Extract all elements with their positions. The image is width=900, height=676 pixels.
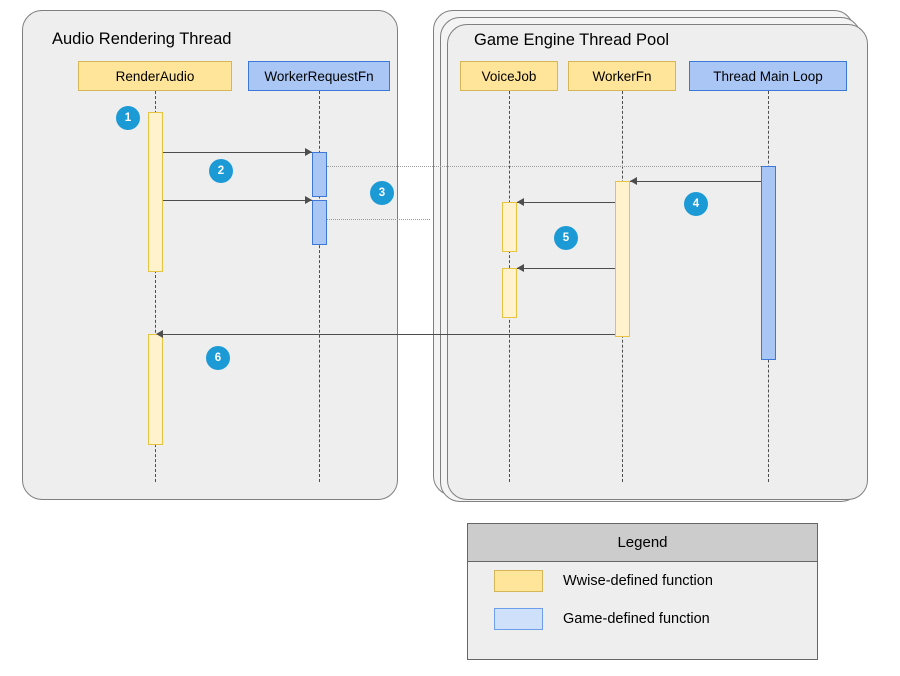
arrowhead-thread-main-loop-to-worker-fn [630,177,637,185]
activation-worker-request-fn-1 [312,152,327,197]
message-render-audio-to-worker-request-fn-2 [163,200,312,201]
step-marker-4[interactable]: 4 [684,192,708,216]
participant-label-voice-job: VoiceJob [481,68,537,84]
arrowhead-worker-fn-to-voice-job-1 [517,198,524,206]
step-marker-3-label: 3 [378,187,386,199]
legend: Legend Wwise-defined function Game-defin… [467,523,818,660]
activation-render-audio-1 [148,112,163,272]
activation-worker-request-fn-2 [312,200,327,245]
legend-row-wwise: Wwise-defined function [468,562,817,600]
activation-thread-main-loop [761,166,776,360]
step-marker-3[interactable]: 3 [370,181,394,205]
legend-swatch-wwise-icon [494,570,543,592]
activation-voice-job-1 [502,202,517,252]
participant-thread-main-loop[interactable]: Thread Main Loop [689,61,847,91]
message-worker-request-fn-dispatch-2 [327,219,430,220]
message-worker-fn-to-render-audio [163,334,615,335]
participant-voice-job[interactable]: VoiceJob [460,61,558,91]
step-marker-5[interactable]: 5 [554,226,578,250]
lifeline-render-audio [155,91,156,482]
participant-label-render-audio: RenderAudio [115,68,195,84]
frame-game-engine-thread-pool [447,24,868,500]
step-marker-6[interactable]: 6 [206,346,230,370]
participant-label-worker-request-fn: WorkerRequestFn [264,68,374,84]
frame-title-audio-rendering-thread: Audio Rendering Thread [52,30,232,48]
step-marker-2-label: 2 [217,165,225,177]
frame-title-game-engine-thread-pool: Game Engine Thread Pool [474,31,670,49]
activation-worker-fn [615,181,630,337]
step-marker-1[interactable]: 1 [116,106,140,130]
arrowhead-worker-fn-to-voice-job-2 [517,264,524,272]
participant-label-worker-fn: WorkerFn [592,68,652,84]
step-marker-5-label: 5 [562,232,570,244]
step-marker-6-label: 6 [214,352,222,364]
legend-label-wwise: Wwise-defined function [563,573,713,589]
activation-voice-job-2 [502,268,517,318]
participant-label-thread-main-loop: Thread Main Loop [713,68,823,84]
message-worker-fn-to-voice-job-1 [517,202,615,203]
step-marker-1-label: 1 [124,112,132,124]
message-render-audio-to-worker-request-fn-1 [163,152,312,153]
step-marker-2[interactable]: 2 [209,159,233,183]
legend-row-game: Game-defined function [468,600,817,638]
frame-audio-rendering-thread [22,10,398,500]
legend-title: Legend [468,524,817,562]
message-thread-main-loop-to-worker-fn [630,181,761,182]
legend-label-game: Game-defined function [563,611,710,627]
arrowhead-render-audio-to-worker-request-fn-2 [305,196,312,204]
participant-worker-request-fn[interactable]: WorkerRequestFn [248,61,390,91]
arrowhead-worker-fn-to-render-audio [156,330,163,338]
message-worker-fn-to-voice-job-2 [517,268,615,269]
message-worker-request-fn-dispatch-1 [327,166,761,167]
lifeline-worker-request-fn [319,91,320,482]
activation-render-audio-2 [148,334,163,445]
arrowhead-render-audio-to-worker-request-fn-1 [305,148,312,156]
participant-render-audio[interactable]: RenderAudio [78,61,232,91]
step-marker-4-label: 4 [692,198,700,210]
legend-swatch-game-icon [494,608,543,630]
participant-worker-fn[interactable]: WorkerFn [568,61,676,91]
